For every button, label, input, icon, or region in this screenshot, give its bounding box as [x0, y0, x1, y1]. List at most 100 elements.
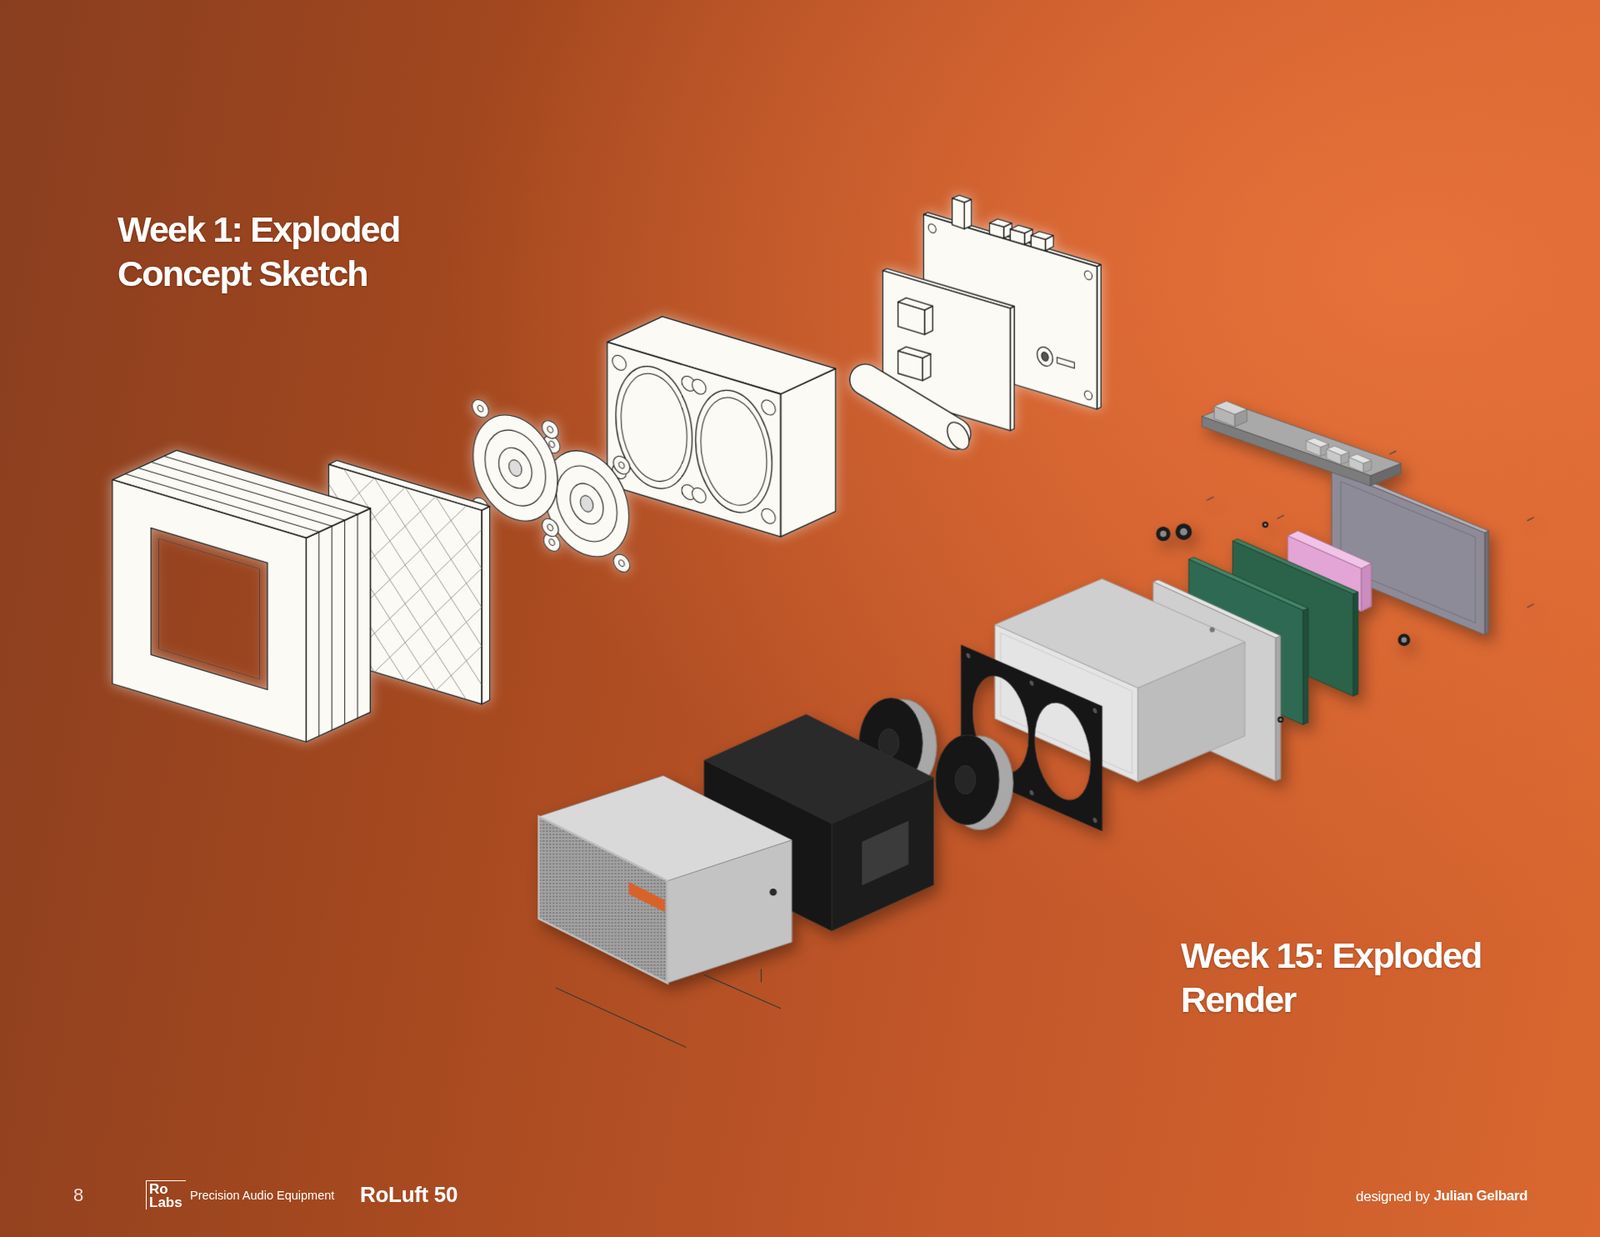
- knob: [1262, 521, 1269, 528]
- frame-rib: [344, 520, 345, 725]
- mount-hole: [1084, 390, 1092, 401]
- screw: [1390, 450, 1396, 455]
- top-bracket-front: [1201, 416, 1370, 486]
- enclosure-side: [780, 368, 836, 537]
- driver-ear-hole: [547, 425, 554, 434]
- housing-window: [862, 820, 909, 885]
- driver-opening: [615, 355, 693, 499]
- screw: [1277, 515, 1284, 519]
- ear: [761, 506, 776, 525]
- driver-ear-hole: [619, 559, 625, 567]
- knob: [1155, 526, 1170, 541]
- knob-front: [951, 198, 965, 230]
- enclosure-front: [607, 341, 781, 537]
- driver-dome: [955, 765, 975, 794]
- back-panel-side: [1275, 635, 1281, 781]
- button-front: [1010, 229, 1025, 245]
- knob-center: [1160, 530, 1167, 538]
- button-cap-front: [1326, 449, 1341, 465]
- driver-cone: [570, 479, 604, 529]
- driver-opening-inner: [700, 388, 767, 515]
- chip-front: [898, 301, 925, 335]
- mount-hole: [1084, 270, 1092, 281]
- audio-port-core: [1041, 350, 1049, 362]
- ear: [612, 353, 627, 372]
- tagline: Precision Audio Equipment: [190, 1188, 335, 1203]
- baffle-hole: [1029, 789, 1034, 796]
- credit-text: designed by: [1355, 1188, 1430, 1205]
- driver-ear-hole: [547, 523, 554, 531]
- leader-line: [555, 987, 686, 1047]
- driver-ear: [541, 515, 559, 539]
- orange-accent: [629, 881, 665, 912]
- knob-center: [1264, 523, 1267, 526]
- section-heading: Week 1: Exploded Concept Sketch: [117, 207, 510, 297]
- leader-line: [704, 974, 781, 1008]
- frame-rib: [318, 531, 320, 736]
- top-bracket-top: [1201, 404, 1401, 476]
- ear: [761, 398, 776, 417]
- front-frame-side: [305, 508, 370, 742]
- audio-port: [1036, 345, 1053, 369]
- screw: [1527, 517, 1534, 521]
- baffle-hole: [1092, 707, 1097, 715]
- driver-rim: [544, 439, 629, 568]
- chip-side: [924, 305, 933, 335]
- chip-front: [898, 350, 923, 381]
- frame-rib: [357, 514, 359, 719]
- ear: [692, 377, 707, 396]
- shell-hole: [1210, 626, 1215, 632]
- frame-rib: [331, 525, 333, 730]
- button-cap-front: [1349, 457, 1364, 473]
- frame-inner-edge: [159, 538, 260, 680]
- driver-cone: [935, 735, 1000, 825]
- knob-side: [964, 199, 972, 230]
- driver-surround: [556, 457, 618, 550]
- section-heading: Week 15: Exploded Render: [1180, 933, 1573, 1023]
- driver-ear-hole: [477, 404, 484, 412]
- driver-ear-hole: [619, 460, 625, 469]
- driver-ear: [613, 454, 630, 477]
- button-front: [1030, 235, 1045, 250]
- screw: [1527, 604, 1534, 608]
- screw: [1207, 496, 1214, 500]
- ear: [692, 485, 707, 505]
- grille-box-front: [539, 816, 668, 984]
- mount-hole: [928, 222, 936, 234]
- knob: [1175, 523, 1193, 540]
- baffle-hole: [1092, 816, 1097, 824]
- knob-center: [1180, 528, 1188, 536]
- grille-face: [539, 816, 668, 984]
- logo-mark: Ro Labs: [145, 1180, 186, 1210]
- knob-center: [1401, 636, 1408, 643]
- concept-sketch: [112, 195, 1101, 742]
- battery-body: [865, 379, 955, 434]
- driver-ear-hole: [549, 440, 555, 448]
- amp-board-side: [1353, 591, 1359, 696]
- baffle-hole: [965, 651, 970, 659]
- driver-ear-hole: [549, 538, 555, 546]
- page-number: 8: [73, 1184, 84, 1206]
- rear-plate-side: [1485, 530, 1490, 635]
- baffle-hole: [1029, 679, 1034, 686]
- grille-rim: [539, 816, 668, 984]
- knob: [1398, 633, 1411, 646]
- driver-dome: [509, 458, 522, 479]
- pcb-front-side: [1010, 305, 1015, 430]
- knob-center: [1279, 718, 1282, 721]
- enclosure-face: [612, 353, 776, 525]
- driver-ear: [613, 551, 630, 575]
- driver-opening: [695, 380, 773, 524]
- battery-side: [1360, 563, 1371, 612]
- main-board-side: [1303, 608, 1309, 725]
- driver-ear: [472, 397, 490, 420]
- frame-front: [112, 479, 307, 742]
- battery-outline: [865, 379, 955, 434]
- button-cap-front: [1305, 440, 1320, 456]
- housing-cutout: [862, 820, 909, 885]
- battery-cap: [942, 418, 974, 454]
- driver-dome: [580, 493, 593, 514]
- driver-cone: [499, 443, 533, 493]
- designer-name: Julian Gelbard: [1434, 1187, 1529, 1205]
- button-front: [989, 222, 1004, 238]
